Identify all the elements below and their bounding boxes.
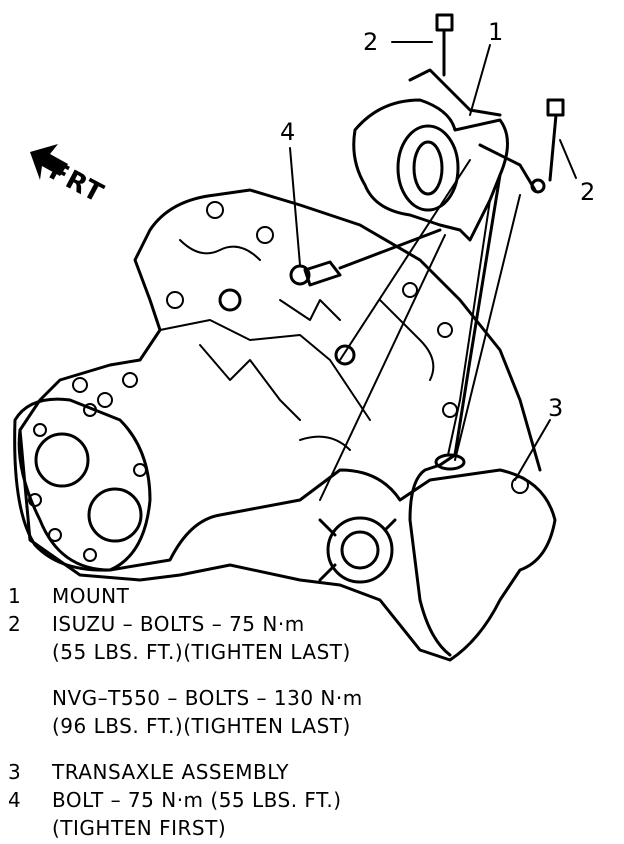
legend-number: 1 <box>8 584 22 608</box>
end-cover-bore-lower <box>87 487 143 543</box>
legend-number: 3 <box>8 760 22 784</box>
leader-1 <box>469 44 491 116</box>
callout-2-right: 2 <box>580 178 596 206</box>
mount-body <box>352 98 509 242</box>
bolt-2-right <box>546 98 565 182</box>
legend-text: MOUNT <box>52 584 130 608</box>
end-cover <box>13 397 152 572</box>
legend-text: (TIGHTEN FIRST) <box>52 816 227 840</box>
legend-item-4: 4 BOLT – 75 N·m (55 LBS. FT.) <box>8 786 608 814</box>
legend-text: NVG–T550 – BOLTS – 130 N·m <box>52 686 363 710</box>
callout-2-top: 2 <box>363 28 379 56</box>
mount-bracket-arm <box>408 173 502 657</box>
callout-3: 3 <box>548 394 564 422</box>
legend-item-2: 2 ISUZU – BOLTS – 75 N·m <box>8 610 608 638</box>
legend-text: (96 LBS. FT.)(TIGHTEN LAST) <box>52 714 351 738</box>
bolt-2-top <box>435 13 454 77</box>
end-cover-bore-upper <box>34 432 90 488</box>
front-direction-arrow-icon <box>30 144 68 180</box>
legend-item-2-line-4: (96 LBS. FT.)(TIGHTEN LAST) <box>8 712 608 740</box>
legend-number: 4 <box>8 788 22 812</box>
mount-bushing <box>396 124 460 212</box>
legend-text: (55 LBS. FT.)(TIGHTEN LAST) <box>52 640 351 664</box>
legend-item-2-line-3: NVG–T550 – BOLTS – 130 N·m <box>8 684 608 712</box>
legend-item-4-line-2: (TIGHTEN FIRST) <box>8 814 608 842</box>
callout-1: 1 <box>488 18 504 46</box>
upper-housing-outline <box>18 188 542 472</box>
callout-4: 4 <box>280 118 296 146</box>
legend-text: TRANSAXLE ASSEMBLY <box>52 760 289 784</box>
legend-text: BOLT – 75 N·m (55 LBS. FT.) <box>52 788 342 812</box>
legend-item-3: 3 TRANSAXLE ASSEMBLY <box>8 758 608 786</box>
axle-output-seal <box>326 516 394 584</box>
legend-item-2-line-2: (55 LBS. FT.)(TIGHTEN LAST) <box>8 638 608 666</box>
legend-number: 2 <box>8 612 22 636</box>
bolt-4 <box>303 260 342 287</box>
legend-item-1: 1 MOUNT <box>8 582 608 610</box>
parts-legend: 1 MOUNT 2 ISUZU – BOLTS – 75 N·m (55 LBS… <box>8 582 608 842</box>
transaxle-case-outline <box>17 428 557 662</box>
leader-3 <box>514 419 551 481</box>
leader-4 <box>289 147 301 266</box>
leader-2-right <box>559 139 577 179</box>
legend-text: ISUZU – BOLTS – 75 N·m <box>52 612 305 636</box>
